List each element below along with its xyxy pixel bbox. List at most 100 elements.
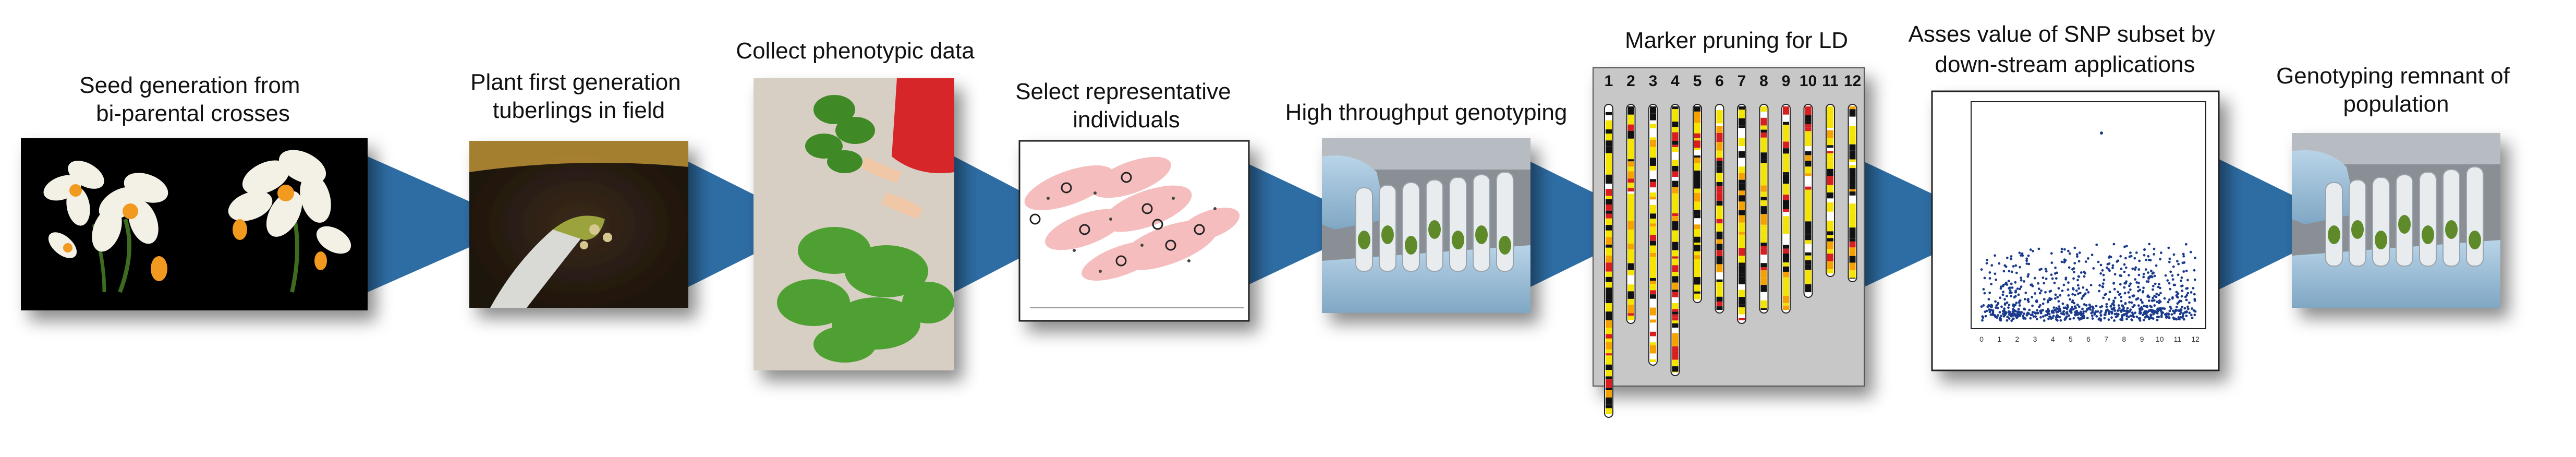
manhattan-point [2161,307,2165,310]
manhattan-point [2012,308,2014,310]
manhattan-point [2073,313,2076,316]
manhattan-point [2098,284,2101,287]
manhattan-point [2129,251,2132,254]
manhattan-point [2015,302,2018,304]
manhattan-point [2071,268,2074,271]
manhattan-point [2100,131,2103,135]
manhattan-point [2009,311,2011,314]
manhattan-point [2146,294,2149,297]
manhattan-point [1982,288,1985,291]
manhattan-point [2108,291,2111,294]
manhattan-point [1980,268,1983,271]
manhattan-point [2194,256,2196,259]
manhattan-point [2008,304,2011,307]
manhattan-point [2028,308,2031,311]
manhattan-point [2034,292,2037,295]
manhattan-point [2145,312,2148,315]
leaf-samples [1358,220,1511,255]
manhattan-point [2076,284,2080,287]
manhattan-point [2172,265,2175,268]
manhattan-point [1997,302,2000,305]
manhattan-point [2153,253,2155,256]
manhattan-point [2020,311,2023,314]
manhattan-point [2179,312,2182,316]
manhattan-point [2008,270,2011,273]
manhattan-point [2160,251,2162,254]
manhattan-point [1995,304,1998,307]
manhattan-point [2031,311,2034,314]
manhattan-point [1997,314,2000,317]
manhattan-point [2089,284,2093,286]
manhattan-point [2138,319,2142,322]
manhattan-point [2037,287,2040,290]
manhattan-point [2117,259,2119,262]
manhattan-point [2053,309,2056,311]
manhattan-point [1988,304,1991,307]
manhattan-point [2177,316,2180,319]
chromosome-bar [1693,104,1702,303]
manhattan-point [2037,311,2039,315]
manhattan-point [2147,255,2150,258]
manhattan-point [2135,281,2138,284]
manhattan-point [2014,310,2017,312]
manhattan-point [1999,316,2002,319]
manhattan-point [1984,315,1987,318]
manhattan-point [2040,289,2043,292]
manhattan-point [1980,305,1983,308]
step-label-asses-value: Asses value of SNP subset by down-stream… [1909,21,2222,77]
manhattan-point [2060,247,2063,250]
manhattan-point [2004,281,2008,284]
manhattan-point [2096,310,2099,313]
manhattan-point [2006,301,2009,304]
manhattan-point [2152,271,2155,274]
chromosome-bar [1670,104,1680,376]
manhattan-point [2113,273,2117,276]
manhattan-point [2061,290,2064,292]
manhattan-point [2142,286,2145,290]
manhattan-point [2184,243,2188,246]
manhattan-x-tick: 12 [2191,335,2200,343]
manhattan-point [2163,297,2166,300]
manhattan-plot-area [1971,101,2206,329]
manhattan-point [2152,296,2154,299]
manhattan-point [2172,316,2175,319]
manhattan-point [2038,292,2042,295]
manhattan-point [2118,307,2121,310]
panel-plant-tuberlings [469,141,688,308]
manhattan-point [2062,306,2065,309]
manhattan-point [2135,315,2138,318]
manhattan-point [2067,249,2070,252]
flower-image-left [43,161,168,293]
manhattan-point [2031,296,2034,298]
chromosome-bar [1848,104,1857,282]
manhattan-point [2006,316,2009,318]
manhattan-point [2032,315,2035,318]
manhattan-point [2009,289,2012,292]
manhattan-point [2107,310,2110,313]
chromosome-label: 9 [1782,73,1791,90]
manhattan-point [2100,309,2103,312]
manhattan-point [2144,310,2147,314]
manhattan-point [1990,313,1994,316]
manhattan-point [2111,264,2115,267]
panel-collect-phenotypic-data [754,78,954,370]
manhattan-point [2060,250,2063,254]
manhattan-point [2113,319,2116,322]
manhattan-point [2072,287,2074,290]
step-label-genotyping-remnant: Genotyping remnant of population [2276,63,2516,117]
chromosome-bar [1626,104,1636,324]
person-red-shirt [892,78,954,173]
manhattan-point [2014,281,2017,284]
manhattan-point [2042,302,2045,305]
step-label-plant-tuberlings: Plant first generation tuberlings in fie… [470,69,687,123]
manhattan-point [2147,299,2150,302]
arrow-4 [1244,162,1377,287]
manhattan-point [2047,309,2050,312]
manhattan-point [2193,269,2196,272]
manhattan-point [2017,293,2020,296]
manhattan-point [2167,300,2170,304]
manhattan-point [2068,266,2071,269]
manhattan-point [2048,315,2051,318]
manhattan-point [2055,318,2058,321]
